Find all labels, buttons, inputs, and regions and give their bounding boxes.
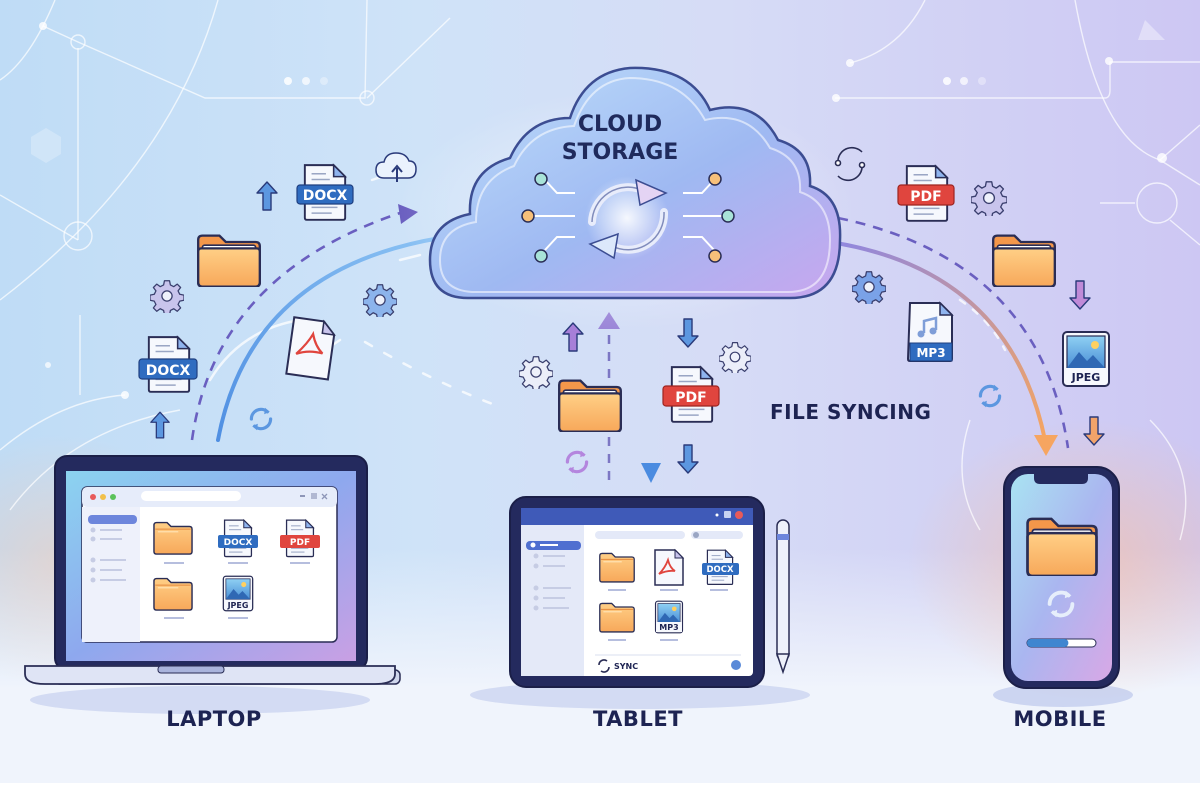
upload-arrow-icon bbox=[256, 181, 278, 211]
cloud-sync-icon bbox=[588, 178, 669, 260]
close-dot bbox=[90, 494, 96, 500]
minimize-dot bbox=[100, 494, 106, 500]
sync-icon bbox=[249, 406, 273, 432]
mobile-device bbox=[993, 466, 1133, 707]
file-type-label: DOCX bbox=[224, 538, 253, 548]
mobile-arc-arrowhead bbox=[1034, 435, 1058, 456]
mobile-download-arc bbox=[828, 240, 1047, 442]
file-type-label: MP3 bbox=[659, 623, 678, 632]
mp3-file-icon: MP3 bbox=[906, 301, 954, 362]
mobile-folder-icon bbox=[1026, 517, 1098, 576]
diagram-svg: DOCX DOCX PDF PDF bbox=[0, 0, 1200, 714]
laptop-upload-arc bbox=[216, 236, 442, 442]
docx-file-icon-top: DOCX bbox=[296, 164, 354, 221]
download-arrow-icon bbox=[1083, 416, 1105, 446]
tablet-line-arrowhead bbox=[641, 463, 661, 483]
file-type-label: JPEG bbox=[227, 601, 249, 610]
cloud-inner-highlight bbox=[438, 76, 832, 293]
folder-icon-center bbox=[558, 379, 622, 432]
cloud-network-nodes bbox=[533, 179, 722, 251]
jpeg-badge-label: JPEG bbox=[1071, 371, 1101, 384]
laptop-folder-icon bbox=[153, 521, 193, 555]
background-network bbox=[0, 0, 1200, 540]
maximize-dot bbox=[110, 494, 116, 500]
laptop-window-controls bbox=[300, 493, 328, 500]
docx-file-icon-left: DOCX bbox=[138, 336, 198, 393]
cloud-upload-icon bbox=[375, 152, 417, 182]
tablet-sync-label: SYNC bbox=[614, 662, 638, 671]
tablet-folder-icon bbox=[599, 552, 635, 583]
laptop-pdf-file: PDF bbox=[280, 519, 320, 558]
tablet-folder-icon bbox=[599, 602, 635, 633]
pdf-badge-label: PDF bbox=[675, 390, 706, 406]
pdf-file-icon-center: PDF bbox=[662, 366, 720, 423]
file-syncing-caption: FILE SYNCING bbox=[770, 400, 932, 424]
tablet-device bbox=[470, 496, 810, 709]
gear-icon bbox=[363, 284, 397, 317]
illustration-canvas: DOCX DOCX PDF PDF bbox=[0, 0, 1200, 783]
gear-icon bbox=[719, 342, 751, 373]
mp3-badge-label: MP3 bbox=[916, 346, 945, 360]
tablet-acrobat-file bbox=[654, 548, 685, 586]
background-dots bbox=[31, 20, 1167, 399]
download-arrow-icon bbox=[677, 444, 699, 474]
cloud-node-dots bbox=[521, 172, 735, 263]
cloud-title-line1: CLOUD bbox=[577, 112, 663, 137]
sync-icon bbox=[978, 383, 1002, 409]
download-arrow-icon bbox=[1069, 280, 1091, 310]
laptop-dashed-arc bbox=[190, 211, 401, 441]
file-type-label: PDF bbox=[290, 538, 310, 548]
jpeg-file-icon: JPEG bbox=[1061, 330, 1111, 388]
docx-badge-label: DOCX bbox=[146, 363, 191, 379]
mobile-label: MOBILE bbox=[1013, 707, 1107, 731]
docx-badge-label: DOCX bbox=[303, 188, 348, 204]
pdf-file-icon-right: PDF bbox=[897, 165, 955, 222]
pdf-acrobat-file-icon bbox=[285, 316, 336, 381]
tablet-sync-icon bbox=[598, 659, 610, 673]
laptop-jpeg-file: JPEG bbox=[222, 575, 254, 612]
folder-icon-right bbox=[992, 234, 1056, 287]
gear-icon bbox=[150, 280, 184, 313]
gear-icon bbox=[971, 181, 1007, 216]
tablet-label: TABLET bbox=[592, 707, 683, 731]
sync-icon bbox=[565, 449, 589, 475]
laptop-folder-icon bbox=[153, 577, 193, 611]
laptop-docx-file: DOCX bbox=[218, 519, 258, 558]
folder-icon-left bbox=[197, 234, 261, 287]
gear-icon bbox=[852, 271, 886, 304]
mobile-progress-fill bbox=[1027, 639, 1069, 647]
gear-icon bbox=[519, 356, 553, 389]
laptop-label: LAPTOP bbox=[166, 707, 262, 731]
tablet-docx-file: DOCX bbox=[702, 549, 739, 586]
file-type-label: DOCX bbox=[706, 565, 734, 575]
tablet-mp3-file: MP3 bbox=[654, 600, 684, 634]
cloud-title-line2: STORAGE bbox=[561, 140, 679, 165]
cloud-title: CLOUD STORAGE bbox=[520, 111, 720, 167]
pdf-badge-label: PDF bbox=[910, 189, 941, 205]
sync-outline-icon bbox=[834, 146, 866, 182]
laptop-device bbox=[24, 455, 401, 714]
